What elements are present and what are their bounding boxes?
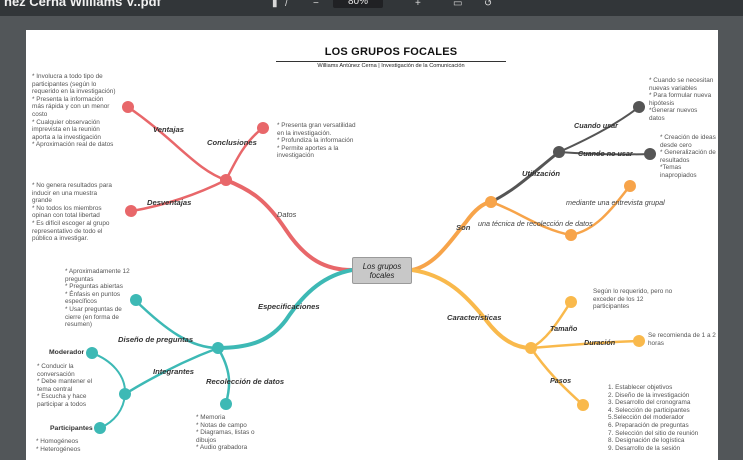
page-separator: / <box>285 0 288 9</box>
node-tamano <box>565 296 577 308</box>
branch-son <box>410 200 493 272</box>
central-topic-text: Los grupos focales <box>362 262 402 280</box>
moderador-label: Moderador <box>49 349 85 356</box>
tecnica-text: una técnica de recolección de datos <box>478 219 593 228</box>
desventajas-text: * No genera resultados para inducir en u… <box>32 182 112 243</box>
node-duracion <box>633 335 645 347</box>
zoom-level[interactable]: 80% <box>333 0 383 8</box>
branch-pasos <box>529 346 584 406</box>
branch-especificaciones <box>216 268 354 350</box>
especificaciones-label: Especificaciones <box>258 302 320 311</box>
duracion-label: Duración <box>584 338 616 347</box>
caracteristicas-label: Características <box>447 313 502 322</box>
central-topic[interactable]: Los grupos focales <box>352 257 412 284</box>
participantes-label: Participantes <box>50 425 93 432</box>
plus-icon[interactable]: + <box>415 0 421 9</box>
branch-desventajas <box>130 178 228 213</box>
pdf-viewer-toolbar: nez Cerna Williams V..pdf ▮ / − 80% + ▭ … <box>0 0 743 16</box>
pasos-text: 1. Establecer objetivos 2. Diseño de la … <box>608 384 699 452</box>
diseno-text: * Aproximadamente 12 preguntas * Pregunt… <box>65 268 130 329</box>
rotate-icon[interactable]: ↺ <box>484 0 493 9</box>
node-conclusiones <box>257 122 269 134</box>
duracion-text: Se recomienda de 1 a 2 horas <box>648 332 716 347</box>
node-tecnica <box>565 229 577 241</box>
cuando-no-usar-label: Cuando no usar <box>578 149 633 158</box>
branch-recoleccion <box>216 346 231 405</box>
page-number-box[interactable]: ▮ <box>272 0 278 9</box>
node-caracteristicas <box>525 342 537 354</box>
cuando-usar-text: * Cuando se necesitan nuevas variables *… <box>649 77 714 122</box>
branch-cuando-no-usar <box>558 151 651 156</box>
minus-icon[interactable]: − <box>313 0 319 9</box>
moderador-text: * Conducir la conversación * Debe manten… <box>37 363 93 408</box>
branch-integrantes <box>123 346 220 396</box>
conclusiones-text: * Presenta gran versatilidad en la inves… <box>277 122 356 160</box>
branch-cuando-usar <box>558 106 640 153</box>
map-subtitle: Williams Antúnez Cerna | Investigación d… <box>276 61 506 69</box>
map-title: LOS GRUPOS FOCALES <box>324 46 458 58</box>
fit-page-icon[interactable]: ▭ <box>453 0 463 9</box>
branch-datos <box>224 178 354 272</box>
branch-utilizacion <box>489 150 561 204</box>
ventajas-label: Ventajas <box>153 125 184 134</box>
cuando-no-usar-text: * Creación de ideas desde cero * General… <box>660 134 716 179</box>
node-ventajas <box>122 101 134 113</box>
node-integrantes <box>119 388 131 400</box>
node-entrevista <box>624 180 636 192</box>
pasos-label: Pasos <box>550 376 572 385</box>
diseno-label: Diseño de preguntas <box>118 335 194 344</box>
mind-map-branches <box>86 101 656 434</box>
node-pasos <box>577 399 589 411</box>
conclusiones-label: Conclusiones <box>207 138 257 147</box>
desventajas-label: Desventajas <box>147 198 192 207</box>
branch-tecnica <box>489 200 573 237</box>
node-participantes <box>94 422 106 434</box>
ventajas-text: * Involucra a todo tipo de participantes… <box>32 73 116 149</box>
integrantes-label: Integrantes <box>153 367 194 376</box>
participantes-text: * Homogéneos * Heterogéneos <box>36 438 81 453</box>
branch-diseno <box>134 299 220 350</box>
branch-conclusiones <box>224 126 265 182</box>
pdf-page: LOS GRUPOS FOCALES Williams Antúnez Cern… <box>26 30 718 460</box>
node-recoleccion <box>220 398 232 410</box>
node-desventajas <box>125 205 137 217</box>
tamano-text: Según lo requerido, pero no exceder de l… <box>593 288 673 311</box>
branch-ventajas <box>126 105 228 182</box>
utilizacion-label: Utilización <box>522 169 560 178</box>
branch-participantes <box>99 393 126 429</box>
entrevista-text: mediante una entrevista grupal <box>566 198 665 207</box>
node-cuando-no-usar <box>644 148 656 160</box>
node-diseno <box>130 294 142 306</box>
son-label: Son <box>456 223 471 232</box>
node-son <box>485 196 497 208</box>
tamano-label: Tamaño <box>550 324 578 333</box>
branch-moderador <box>91 352 127 395</box>
node-moderador <box>86 347 98 359</box>
cuando-usar-label: Cuando usar <box>574 121 618 130</box>
file-title: nez Cerna Williams V..pdf <box>4 0 161 9</box>
node-especificaciones <box>212 342 224 354</box>
branch-caracteristicas <box>410 268 533 350</box>
node-datos-hub <box>220 174 232 186</box>
node-utilizacion <box>553 146 565 158</box>
node-cuando-usar <box>633 101 645 113</box>
branch-entrevista <box>569 185 631 237</box>
recoleccion-text: * Memoria * Notas de campo * Diagramas, … <box>196 414 255 452</box>
recoleccion-label: Recolección de datos <box>206 377 285 386</box>
branch-duracion <box>529 339 640 350</box>
datos-label: Datos <box>277 210 297 219</box>
